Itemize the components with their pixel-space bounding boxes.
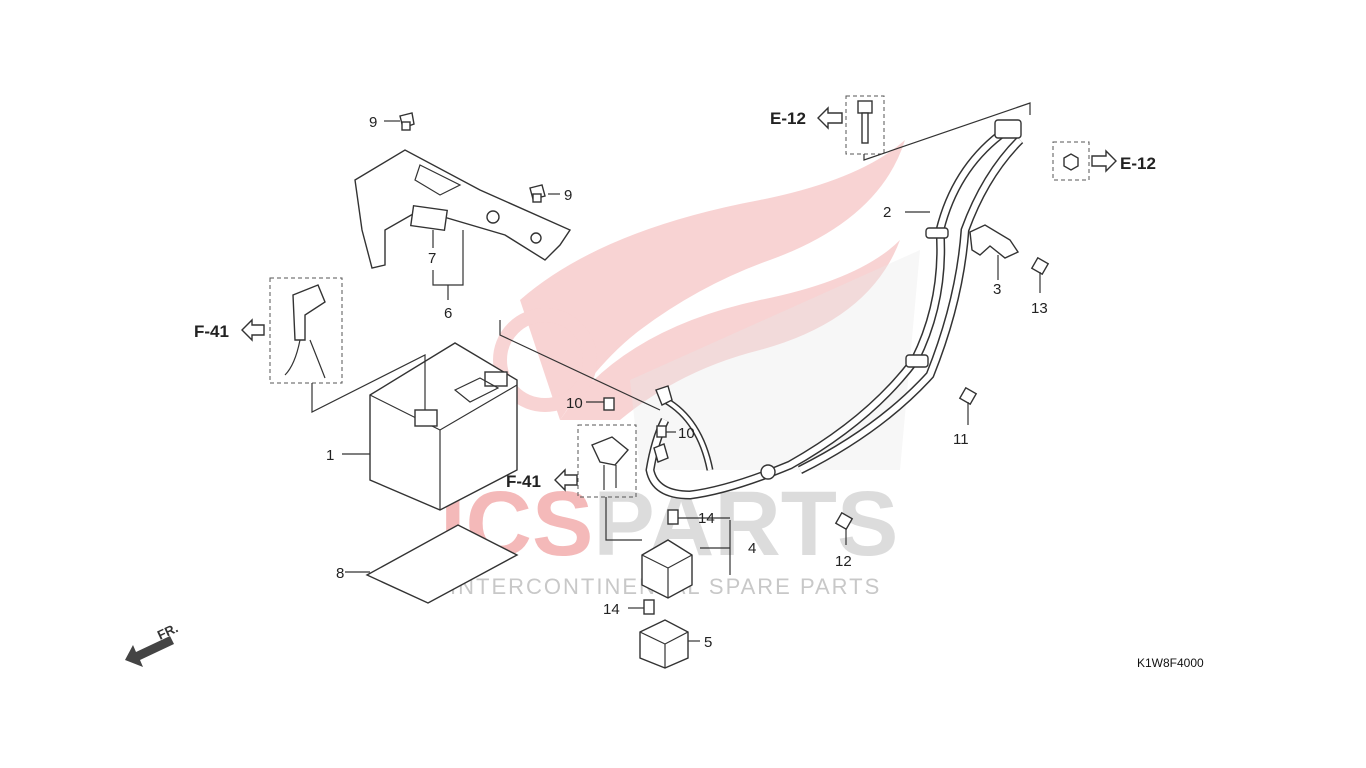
terminal-cap-icon [591, 436, 630, 490]
arrow-left-icon [554, 468, 578, 492]
fuse-icon [643, 599, 655, 615]
nut-box-right [1052, 141, 1090, 181]
callout-14b: 14 [603, 601, 620, 618]
arrow-right-icon [1091, 149, 1117, 173]
callout-4: 4 [748, 540, 756, 557]
arrow-left-icon [241, 318, 265, 342]
callout-10b: 10 [678, 425, 695, 442]
fuse-icon [667, 509, 679, 525]
bolt-icon [958, 386, 978, 406]
callout-10a: 10 [566, 395, 583, 412]
bolt-icon [1030, 256, 1050, 276]
bolt-icon [529, 184, 546, 203]
relay-cover-icon [639, 619, 689, 669]
callout-9b: 9 [564, 187, 572, 204]
bolt-box-top [845, 95, 885, 155]
front-arrow-icon [125, 636, 174, 667]
terminal-cap-icon [655, 385, 673, 406]
front-label: FR. [155, 620, 180, 642]
bolt-icon [857, 100, 873, 144]
terminal-box-mid [577, 424, 637, 498]
arrow-left-icon [817, 106, 843, 130]
ref-e12-top: E-12 [770, 109, 806, 128]
terminal-cap-icon [653, 443, 669, 463]
ref-f41-left: F-41 [194, 322, 229, 341]
callout-12: 12 [835, 553, 852, 570]
terminal-cap-icon [284, 284, 326, 379]
callout-9a: 9 [369, 114, 377, 131]
callout-13: 13 [1031, 300, 1048, 317]
bolt-icon [834, 511, 854, 531]
callout-11: 11 [953, 431, 969, 448]
terminal-box-left [269, 277, 343, 384]
terminal-cover-icon [969, 224, 1020, 259]
ref-e12-right: E-12 [1120, 154, 1156, 173]
battery-icon [369, 342, 518, 511]
bolt-icon [603, 397, 615, 411]
battery-sheet-icon [365, 524, 519, 604]
diagram-code: K1W8F4000 [1137, 656, 1204, 670]
ref-f41-mid: F-41 [506, 472, 541, 491]
callout-1: 1 [326, 447, 334, 464]
bolt-icon [399, 112, 415, 131]
battery-cover-icon [354, 149, 572, 269]
callout-3: 3 [993, 281, 1001, 298]
nut-icon [1063, 153, 1079, 171]
battery-cable-icon [645, 119, 1024, 500]
bolt-icon [656, 425, 667, 438]
callout-2: 2 [883, 204, 891, 221]
starter-relay-icon [641, 539, 693, 599]
callout-6: 6 [444, 305, 452, 322]
callout-8: 8 [336, 565, 344, 582]
watermark [493, 140, 920, 470]
callout-14a: 14 [698, 510, 715, 527]
callout-7: 7 [428, 250, 436, 267]
callout-5: 5 [704, 634, 712, 651]
leader-lines [311, 102, 1041, 642]
